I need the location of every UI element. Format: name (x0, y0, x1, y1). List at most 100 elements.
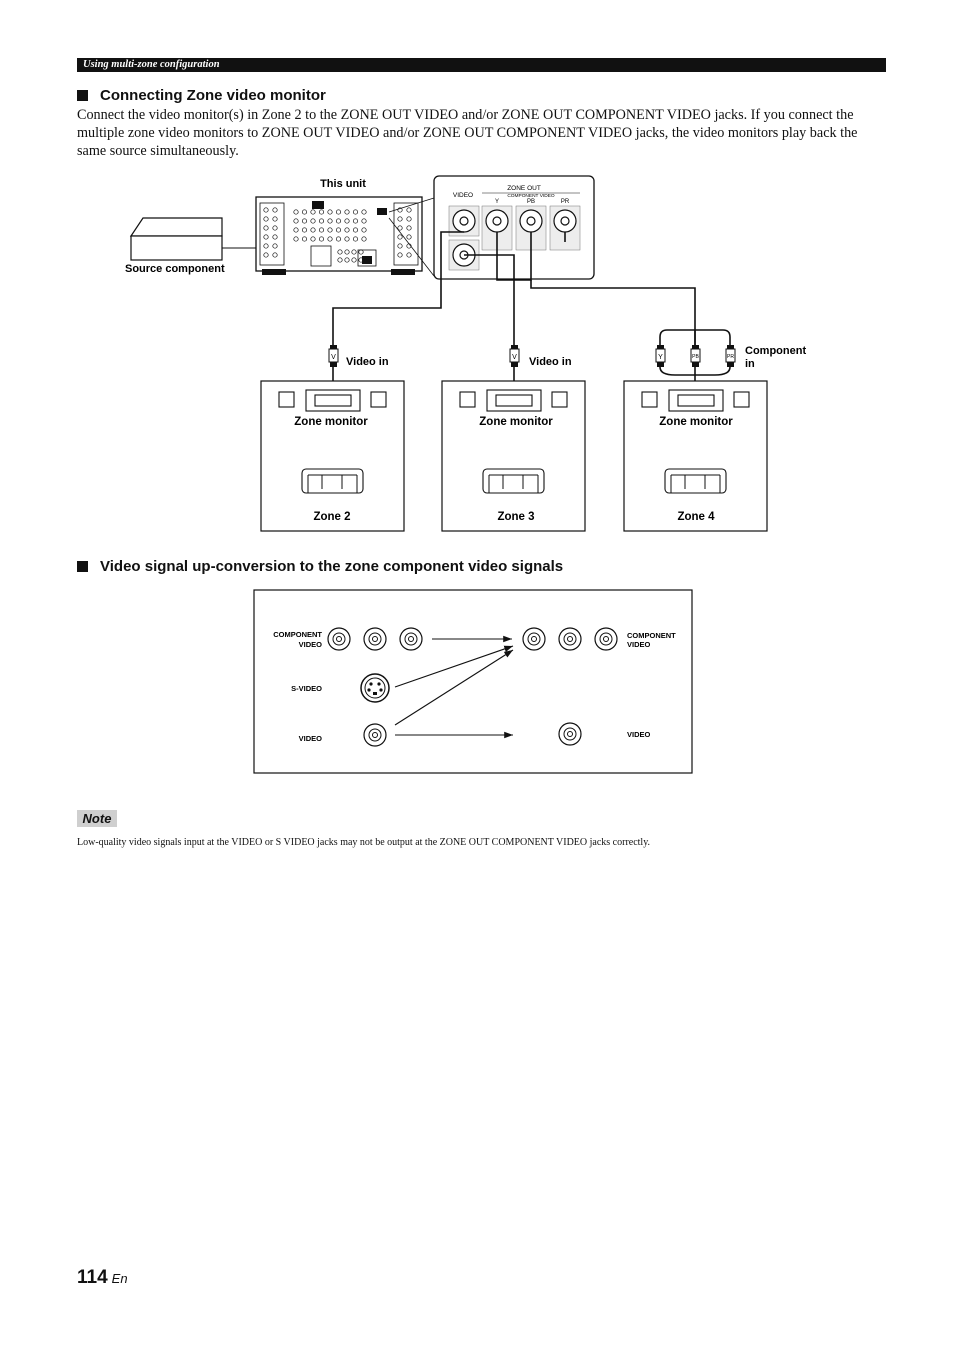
zone4-box (623, 380, 768, 532)
unit-jack (337, 249, 343, 255)
svg-text:PR: PR (727, 354, 734, 360)
unit-jack (293, 218, 299, 224)
unit-jack (361, 209, 367, 215)
unit-jack (327, 209, 333, 215)
component-in-label-1: Component (745, 345, 806, 357)
unit-jack (327, 236, 333, 242)
unit-jack (293, 209, 299, 215)
unit-jack (344, 236, 350, 242)
unit-jack (406, 207, 412, 213)
svg-text:COMPONENT VIDEO: COMPONENT VIDEO (507, 193, 555, 199)
section-title-zone-video: Connecting Zone video monitor (77, 87, 326, 104)
unit-jack (318, 218, 325, 224)
unit-jack (337, 257, 343, 263)
unit-jack (263, 225, 269, 231)
unit-jack (406, 234, 412, 240)
unit-jack (310, 209, 316, 215)
unit-jack (406, 216, 412, 222)
unit-jack (272, 234, 278, 240)
unit-jack (335, 218, 342, 224)
unit-jack (358, 257, 364, 263)
unit-jack (293, 227, 299, 233)
unit-jack (397, 225, 403, 231)
zone-monitor-label-zone2: Zone monitor (294, 416, 368, 428)
svg-text:PB: PB (692, 354, 699, 360)
sofa-icon (482, 468, 545, 494)
unit-jack (263, 252, 269, 258)
header-section-label: Using multi-zone configuration (83, 59, 220, 70)
left-component-label-1: COMPONENT (273, 630, 322, 639)
unit-jack (344, 249, 350, 255)
unit-jack (344, 257, 350, 263)
unit-jack (310, 218, 316, 224)
unit-jack (335, 209, 342, 215)
unit-jack (361, 227, 367, 233)
plug-pr-zone4: PR (725, 345, 736, 367)
unit-jack (397, 207, 403, 213)
unit-jack (406, 252, 412, 258)
square-bullet-icon (77, 90, 88, 101)
unit-jack-grid (263, 207, 412, 263)
unit-jack (263, 234, 269, 240)
right-component-label-2: VIDEO (627, 640, 651, 649)
unit-jack (327, 218, 333, 224)
svideo-jack (360, 673, 390, 703)
left-component-label-2: VIDEO (299, 640, 323, 649)
unit-jack (344, 218, 350, 224)
zone3-box (441, 380, 586, 532)
unit-jack (263, 207, 269, 213)
unit-jack (351, 249, 357, 255)
zone-monitor-label-zone4: Zone monitor (659, 416, 733, 428)
unit-jack (310, 227, 316, 233)
unit-jack (272, 252, 278, 258)
unit-jack (272, 207, 278, 213)
unit-jack (263, 216, 269, 222)
unit-jack (272, 216, 278, 222)
section-body-text: Connect the video monitor(s) in Zone 2 t… (77, 107, 858, 159)
source-component-label: Source component (125, 263, 225, 275)
section-title-upconversion: Video signal up-conversion to the zone c… (77, 558, 563, 575)
source-component-device (129, 217, 223, 261)
video-cables (332, 231, 731, 399)
unit-jack (293, 236, 299, 242)
zone-label-zone3: Zone 3 (497, 511, 534, 523)
signal-arrows (394, 635, 514, 739)
plug-v-zone2: V (328, 345, 339, 367)
unit-jack (344, 209, 350, 215)
right-component-label-1: COMPONENT (627, 631, 676, 640)
unit-jack (344, 227, 350, 233)
left-component-jacks (327, 627, 423, 651)
unit-jack (327, 227, 333, 233)
unit-jack (361, 218, 367, 224)
svg-text:ZONE OUT: ZONE OUT (507, 185, 541, 192)
sofa-icon (664, 468, 727, 494)
svg-text:PR: PR (561, 199, 570, 205)
svg-text:VIDEO: VIDEO (453, 192, 473, 199)
plug-y-zone4: Y (655, 345, 666, 367)
unit-jack (358, 249, 364, 255)
zone-connection-diagram: Source component ZONE OUT COMPONENT VIDE… (125, 175, 806, 532)
svg-text:Y: Y (658, 354, 663, 361)
left-video-label: VIDEO (299, 734, 323, 743)
unit-jack (301, 236, 308, 242)
svg-text:PB: PB (527, 199, 535, 205)
zone2-box (260, 380, 405, 532)
svg-text:V: V (331, 354, 336, 361)
unit-jack (310, 236, 316, 242)
unit-jack (352, 209, 359, 215)
note-label: Note (77, 810, 117, 827)
unit-jack (335, 227, 342, 233)
unit-jack (263, 243, 269, 249)
video-in-label-zone3: Video in (529, 356, 572, 368)
unit-jack (361, 236, 367, 242)
unit-jack (352, 227, 359, 233)
unit-jack (397, 234, 403, 240)
unit-jack (352, 218, 359, 224)
sofa-icon (301, 468, 364, 494)
unit-jack (301, 227, 308, 233)
square-bullet-icon (77, 561, 88, 572)
video-in-label-zone2: Video in (346, 356, 389, 368)
left-video-jack (363, 723, 387, 747)
page-language: En (111, 1271, 128, 1286)
